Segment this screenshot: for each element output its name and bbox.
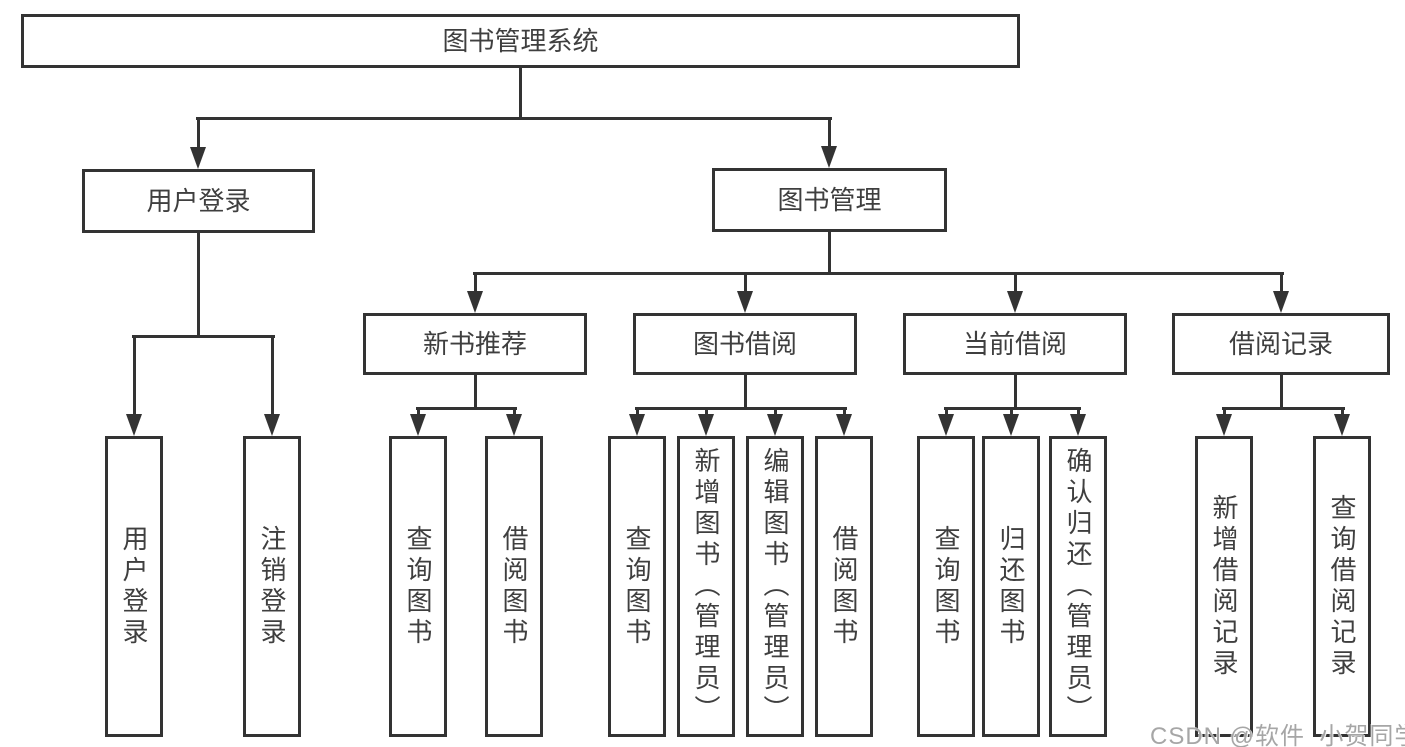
- arrow-down-icon: [767, 414, 783, 436]
- connector-stem: [473, 375, 477, 410]
- connector-drop: [196, 117, 200, 149]
- leaf-borrow-books-recommend-label: 借阅图书: [499, 524, 529, 649]
- leaf-borrow-books-recommend: 借阅图书: [485, 436, 543, 737]
- node-current-borrowing: 当前借阅: [903, 313, 1127, 375]
- leaf-logout: 注销登录: [243, 436, 301, 737]
- arrow-down-icon: [190, 147, 206, 169]
- leaf-query-books-recommend-label: 查询图书: [403, 524, 433, 649]
- connector-drop: [1222, 407, 1226, 416]
- leaf-add-book-admin-label: 新增图书（管理员）: [691, 447, 721, 726]
- leaf-query-borrow-record-label: 查询借阅记录: [1327, 493, 1357, 680]
- arrow-down-icon: [126, 414, 142, 436]
- node-user-login-label: 用户登录: [146, 186, 251, 216]
- leaf-query-books-borrow-label: 查询图书: [622, 524, 652, 649]
- connector-bar: [131, 335, 275, 338]
- connector-drop: [416, 407, 420, 416]
- leaf-add-borrow-record-label: 新增借阅记录: [1209, 493, 1239, 680]
- leaf-add-book-admin: 新增图书（管理员）: [677, 436, 735, 737]
- node-current-borrowing-label: 当前借阅: [962, 329, 1067, 359]
- connector-bar: [195, 117, 832, 120]
- connector-drop: [1279, 272, 1283, 293]
- node-book-borrowing: 图书借阅: [633, 313, 857, 375]
- arrow-down-icon: [1216, 414, 1232, 436]
- connector-drop: [1340, 407, 1344, 416]
- connector-drop: [512, 407, 516, 416]
- connector-bar: [1221, 407, 1345, 410]
- connector-bar: [415, 407, 517, 410]
- arrow-down-icon: [1007, 291, 1023, 313]
- connector-drop: [1009, 407, 1013, 416]
- arrow-down-icon: [506, 414, 522, 436]
- arrow-down-icon: [1273, 291, 1289, 313]
- connector-drop: [1076, 407, 1080, 416]
- node-borrowing-records: 借阅记录: [1172, 313, 1390, 375]
- node-library-system: 图书管理系统: [21, 14, 1020, 68]
- node-new-book-recommend: 新书推荐: [363, 313, 587, 375]
- arrow-down-icon: [410, 414, 426, 436]
- leaf-query-books-current: 查询图书: [917, 436, 975, 737]
- connector-drop: [635, 407, 639, 416]
- leaf-borrow-books-borrow: 借阅图书: [815, 436, 873, 737]
- node-book-borrowing-label: 图书借阅: [692, 329, 797, 359]
- leaf-return-book-label: 归还图书: [996, 524, 1026, 649]
- connector-drop: [704, 407, 708, 416]
- arrow-down-icon: [1003, 414, 1019, 436]
- arrow-down-icon: [836, 414, 852, 436]
- connector-stem: [1279, 375, 1283, 410]
- node-book-management: 图书管理: [712, 168, 947, 232]
- leaf-query-books-recommend: 查询图书: [389, 436, 447, 737]
- node-book-management-label: 图书管理: [777, 185, 882, 215]
- node-borrowing-records-label: 借阅记录: [1228, 329, 1333, 359]
- arrow-down-icon: [698, 414, 714, 436]
- arrow-down-icon: [467, 291, 483, 313]
- arrow-down-icon: [821, 146, 837, 168]
- leaf-edit-book-admin: 编辑图书（管理员）: [746, 436, 804, 737]
- arrow-down-icon: [1070, 414, 1086, 436]
- leaf-query-books-current-label: 查询图书: [931, 524, 961, 649]
- connector-stem: [196, 233, 200, 338]
- arrow-down-icon: [938, 414, 954, 436]
- connector-stem: [743, 375, 747, 410]
- connector-stem: [518, 68, 522, 120]
- connector-drop: [132, 335, 136, 416]
- node-new-book-recommend-label: 新书推荐: [422, 329, 527, 359]
- connector-drop: [743, 272, 747, 293]
- leaf-logout-label: 注销登录: [257, 524, 287, 649]
- leaf-edit-book-admin-label: 编辑图书（管理员）: [760, 447, 790, 726]
- leaf-query-books-borrow: 查询图书: [608, 436, 666, 737]
- connector-drop: [827, 117, 831, 148]
- leaf-confirm-return-admin-label: 确认归还（管理员）: [1063, 447, 1093, 726]
- connector-drop: [842, 407, 846, 416]
- leaf-add-borrow-record: 新增借阅记录: [1195, 436, 1253, 737]
- leaf-query-borrow-record: 查询借阅记录: [1313, 436, 1371, 737]
- arrow-down-icon: [1334, 414, 1350, 436]
- connector-drop: [944, 407, 948, 416]
- connector-drop: [270, 335, 274, 416]
- connector-stem: [1013, 375, 1017, 410]
- leaf-confirm-return-admin: 确认归还（管理员）: [1049, 436, 1107, 737]
- leaf-user-login-label: 用户登录: [119, 524, 149, 649]
- connector-bar: [634, 407, 847, 410]
- connector-drop: [773, 407, 777, 416]
- node-library-system-label: 图书管理系统: [442, 26, 599, 56]
- connector-drop: [1013, 272, 1017, 293]
- leaf-user-login: 用户登录: [105, 436, 163, 737]
- arrow-down-icon: [264, 414, 280, 436]
- node-user-login: 用户登录: [82, 169, 315, 233]
- connector-bar: [472, 272, 1284, 275]
- leaf-borrow-books-borrow-label: 借阅图书: [829, 524, 859, 649]
- arrow-down-icon: [629, 414, 645, 436]
- connector-drop: [473, 272, 477, 293]
- arrow-down-icon: [737, 291, 753, 313]
- connector-stem: [827, 232, 831, 275]
- watermark: CSDN @软件_小贺同学: [1150, 723, 1405, 747]
- leaf-return-book: 归还图书: [982, 436, 1040, 737]
